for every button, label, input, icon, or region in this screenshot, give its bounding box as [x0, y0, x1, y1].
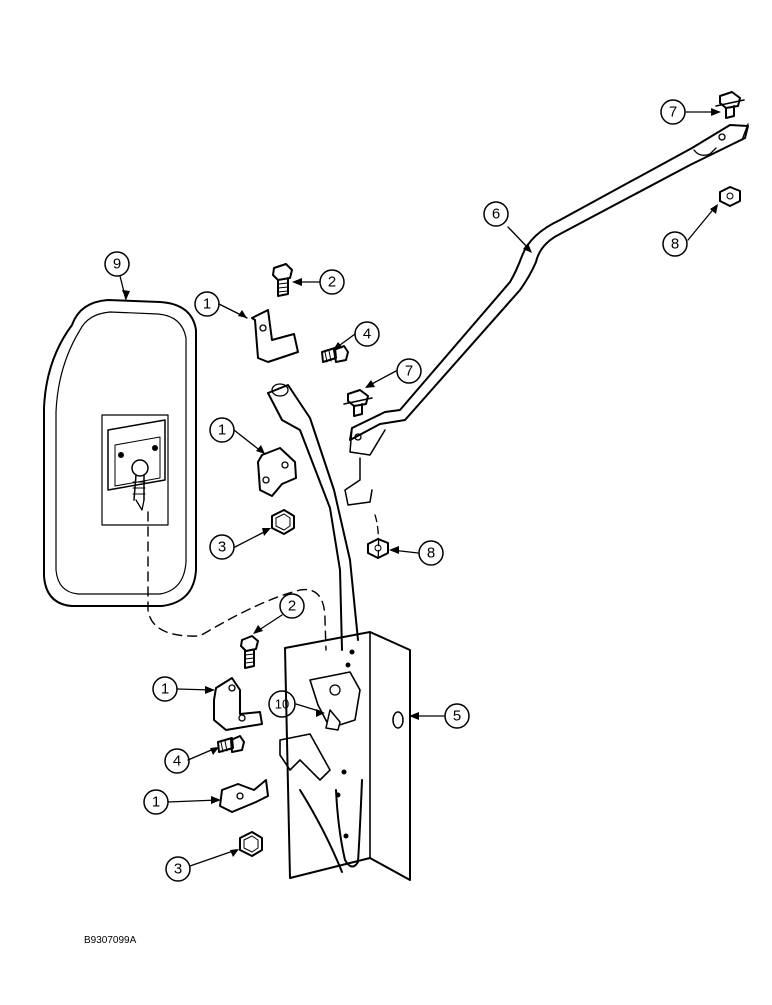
callout-1-upper-label: 1 [203, 296, 211, 313]
bolt-lower [240, 635, 259, 669]
mirror-head [43, 299, 197, 607]
nut-lower [239, 831, 263, 857]
callout-4-lower: 4 [164, 748, 190, 774]
callout-8-top-label: 8 [671, 236, 679, 253]
callout-4-upper: 4 [354, 321, 380, 347]
callout-1-upper: 1 [194, 291, 220, 317]
callout-4-upper-label: 4 [363, 326, 371, 343]
figure-id: B9307099A [84, 935, 137, 946]
callout-1-middle-label: 1 [218, 422, 226, 439]
arrowheads [122, 108, 721, 857]
mounting-bracket [279, 631, 411, 881]
callout-8-top: 8 [662, 231, 688, 257]
callout-1-bottom-label: 1 [152, 794, 160, 811]
bracket-bottom [219, 779, 269, 813]
callout-3-lower-label: 3 [174, 861, 182, 878]
callout-6: 6 [483, 201, 509, 227]
bolt-upper [272, 263, 293, 297]
callout-10: 10 [268, 690, 296, 718]
callout-6-label: 6 [492, 206, 500, 223]
brace-arm [344, 123, 749, 561]
callout-3-lower: 3 [165, 856, 191, 882]
nut-middle [367, 538, 389, 559]
bracket-middle [257, 447, 297, 497]
callout-1-lower: 1 [152, 676, 178, 702]
callout-1-bottom: 1 [143, 789, 169, 815]
flange-bolt-middle [343, 389, 373, 417]
callout-1-middle: 1 [209, 417, 235, 443]
callout-7-top: 7 [660, 99, 686, 125]
nut-upper [271, 509, 295, 535]
callout-4-lower-label: 4 [173, 753, 181, 770]
callout-8-middle-label: 8 [427, 545, 435, 562]
callout-9: 9 [104, 251, 130, 277]
callout-10-label: 10 [275, 697, 289, 712]
bolt-side-upper [321, 345, 349, 363]
callout-5-label: 5 [453, 708, 461, 725]
callout-7-middle: 7 [396, 358, 422, 384]
callout-9-label: 9 [113, 256, 121, 273]
bolt-side-lower [217, 735, 245, 753]
callout-7-top-label: 7 [669, 104, 677, 121]
callout-2-lower-label: 2 [288, 598, 296, 615]
callout-7-middle-label: 7 [405, 363, 413, 380]
callout-2-lower: 2 [279, 593, 305, 619]
leader-lines [119, 111, 719, 867]
callout-8-middle: 8 [418, 540, 444, 566]
callout-3-upper: 3 [209, 534, 235, 560]
assembly-dash-line [147, 511, 327, 651]
bracket-lower-left [213, 677, 263, 731]
bracket-upper [251, 309, 299, 363]
callout-2-upper: 2 [319, 269, 345, 295]
callout-3-upper-label: 3 [218, 539, 226, 556]
mirror-arm-tube [267, 383, 363, 873]
callout-5: 5 [444, 703, 470, 729]
nut-top [719, 186, 741, 207]
callout-1-lower-label: 1 [161, 681, 169, 698]
flange-bolt-top [715, 91, 745, 119]
callout-2-upper-label: 2 [328, 274, 336, 291]
